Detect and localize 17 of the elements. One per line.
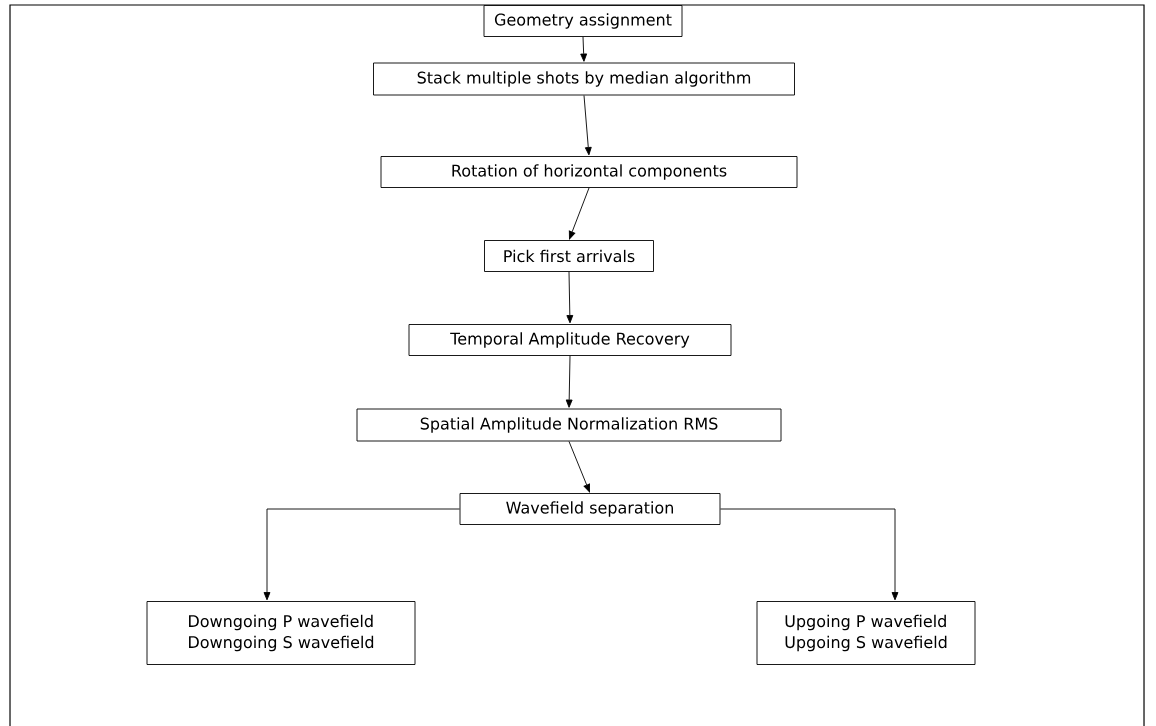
arrow <box>566 271 574 324</box>
arrow <box>568 187 590 240</box>
process-box: Spatial Amplitude Normalization RMS <box>356 408 782 442</box>
process-box: Geometry assignment <box>483 5 683 37</box>
arrow <box>580 36 588 62</box>
process-box: Temporal Amplitude Recovery <box>408 324 732 356</box>
process-box: Wavefield separation <box>459 493 721 525</box>
process-box: Upgoing P wavefield Upgoing S wavefield <box>756 601 976 665</box>
arrow <box>568 441 590 493</box>
process-box: Downgoing P wavefield Downgoing S wavefield <box>146 601 416 665</box>
arrow <box>565 355 573 408</box>
arrow <box>720 508 899 601</box>
process-box: Stack multiple shots by median algorithm <box>373 62 795 96</box>
process-box: Rotation of horizontal components <box>380 156 798 188</box>
process-box: Pick first arrivals <box>484 240 654 272</box>
arrow <box>263 508 460 601</box>
arrow <box>583 95 592 156</box>
